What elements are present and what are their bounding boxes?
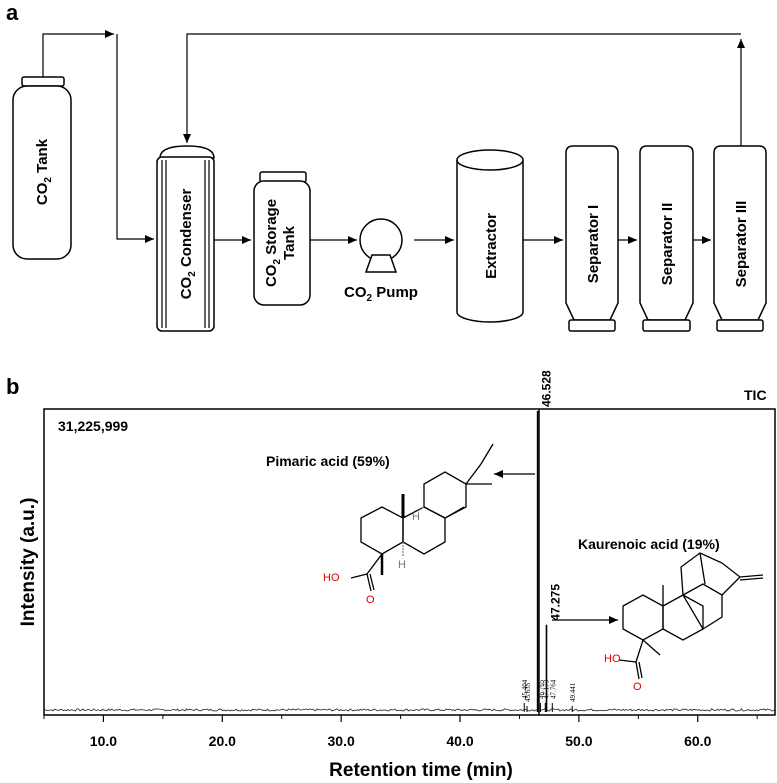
- chart-frame: [43, 408, 776, 716]
- separator-1-label: Separator I: [585, 205, 602, 283]
- pimaric-ho: HO: [323, 572, 340, 584]
- separator-3-label: Separator III: [733, 201, 750, 288]
- panel-a-label: a: [6, 0, 19, 25]
- peak-label-47.173: 47.173: [542, 679, 550, 699]
- pimaric-h-bottom: H: [398, 559, 406, 571]
- flow-arrows: [42, 30, 745, 244]
- x-axis-title: Retention time (min): [329, 760, 513, 781]
- kaurenoic-acid-label: Kaurenoic acid (19%): [578, 536, 720, 552]
- co2-storage-tank: CO2 Storage Tank: [253, 171, 311, 306]
- co2-pump: CO2 Pump: [344, 218, 418, 304]
- chromatogram-trace: [43, 708, 775, 712]
- co2-condenser-label: CO2 Condenser: [178, 189, 198, 300]
- extractor-label: Extractor: [483, 213, 500, 279]
- peak-label-46.765: 46.765: [537, 679, 545, 699]
- intensity-max: 31,225,999: [58, 418, 128, 434]
- kaurenoic-ho: HO: [604, 653, 621, 665]
- x-tick-label-10: 10.0: [90, 733, 117, 749]
- co2-condenser: CO2 Condenser: [156, 145, 215, 332]
- panel-b-label: b: [6, 374, 19, 399]
- co2-pump-label: CO2 Pump: [344, 284, 418, 304]
- x-axis-ticks: 10.0 20.0 30.0 40.0 50.0 60.0: [43, 715, 758, 749]
- x-tick-label-60: 60.0: [684, 733, 711, 749]
- peak-label-47.764: 47.764: [549, 679, 557, 699]
- pimaric-o: O: [366, 594, 375, 606]
- baseline-trace: [43, 708, 775, 712]
- separator-1: Separator I: [565, 145, 619, 332]
- x-tick-label-30: 30.0: [328, 733, 355, 749]
- tic-label: TIC: [744, 387, 767, 403]
- y-axis-title: Intensity (a.u.): [18, 498, 39, 627]
- co2-storage-label-2: Tank: [281, 225, 298, 260]
- pimaric-acid-label: Pimaric acid (59%): [266, 453, 390, 469]
- pimaric-h-top: H: [412, 511, 420, 523]
- separator-3: Separator III: [713, 145, 767, 332]
- peak-label-45.635: 45.635: [524, 682, 532, 702]
- separator-2: Separator II: [639, 145, 694, 332]
- x-tick-label-40: 40.0: [446, 733, 473, 749]
- co2-tank: CO2 Tank: [12, 76, 72, 260]
- peak-label-49.441: 49.441: [569, 682, 577, 702]
- separator-2-label: Separator II: [659, 203, 676, 286]
- peak-label-47.275: 47.275: [548, 584, 562, 621]
- co2-storage-label-1: CO2 Storage: [263, 199, 283, 287]
- kaurenoic-o: O: [633, 681, 642, 693]
- kaurenoic-acid-structure: [618, 552, 764, 680]
- co2-tank-label: CO2 Tank: [34, 138, 54, 205]
- peak-label-46.528: 46.528: [540, 370, 554, 407]
- peak-label-45.404: 45.404: [521, 679, 529, 699]
- x-tick-label-20: 20.0: [209, 733, 236, 749]
- x-tick-label-50: 50.0: [565, 733, 592, 749]
- extractor: Extractor: [456, 149, 524, 323]
- pimaric-acid-structure: [350, 443, 494, 592]
